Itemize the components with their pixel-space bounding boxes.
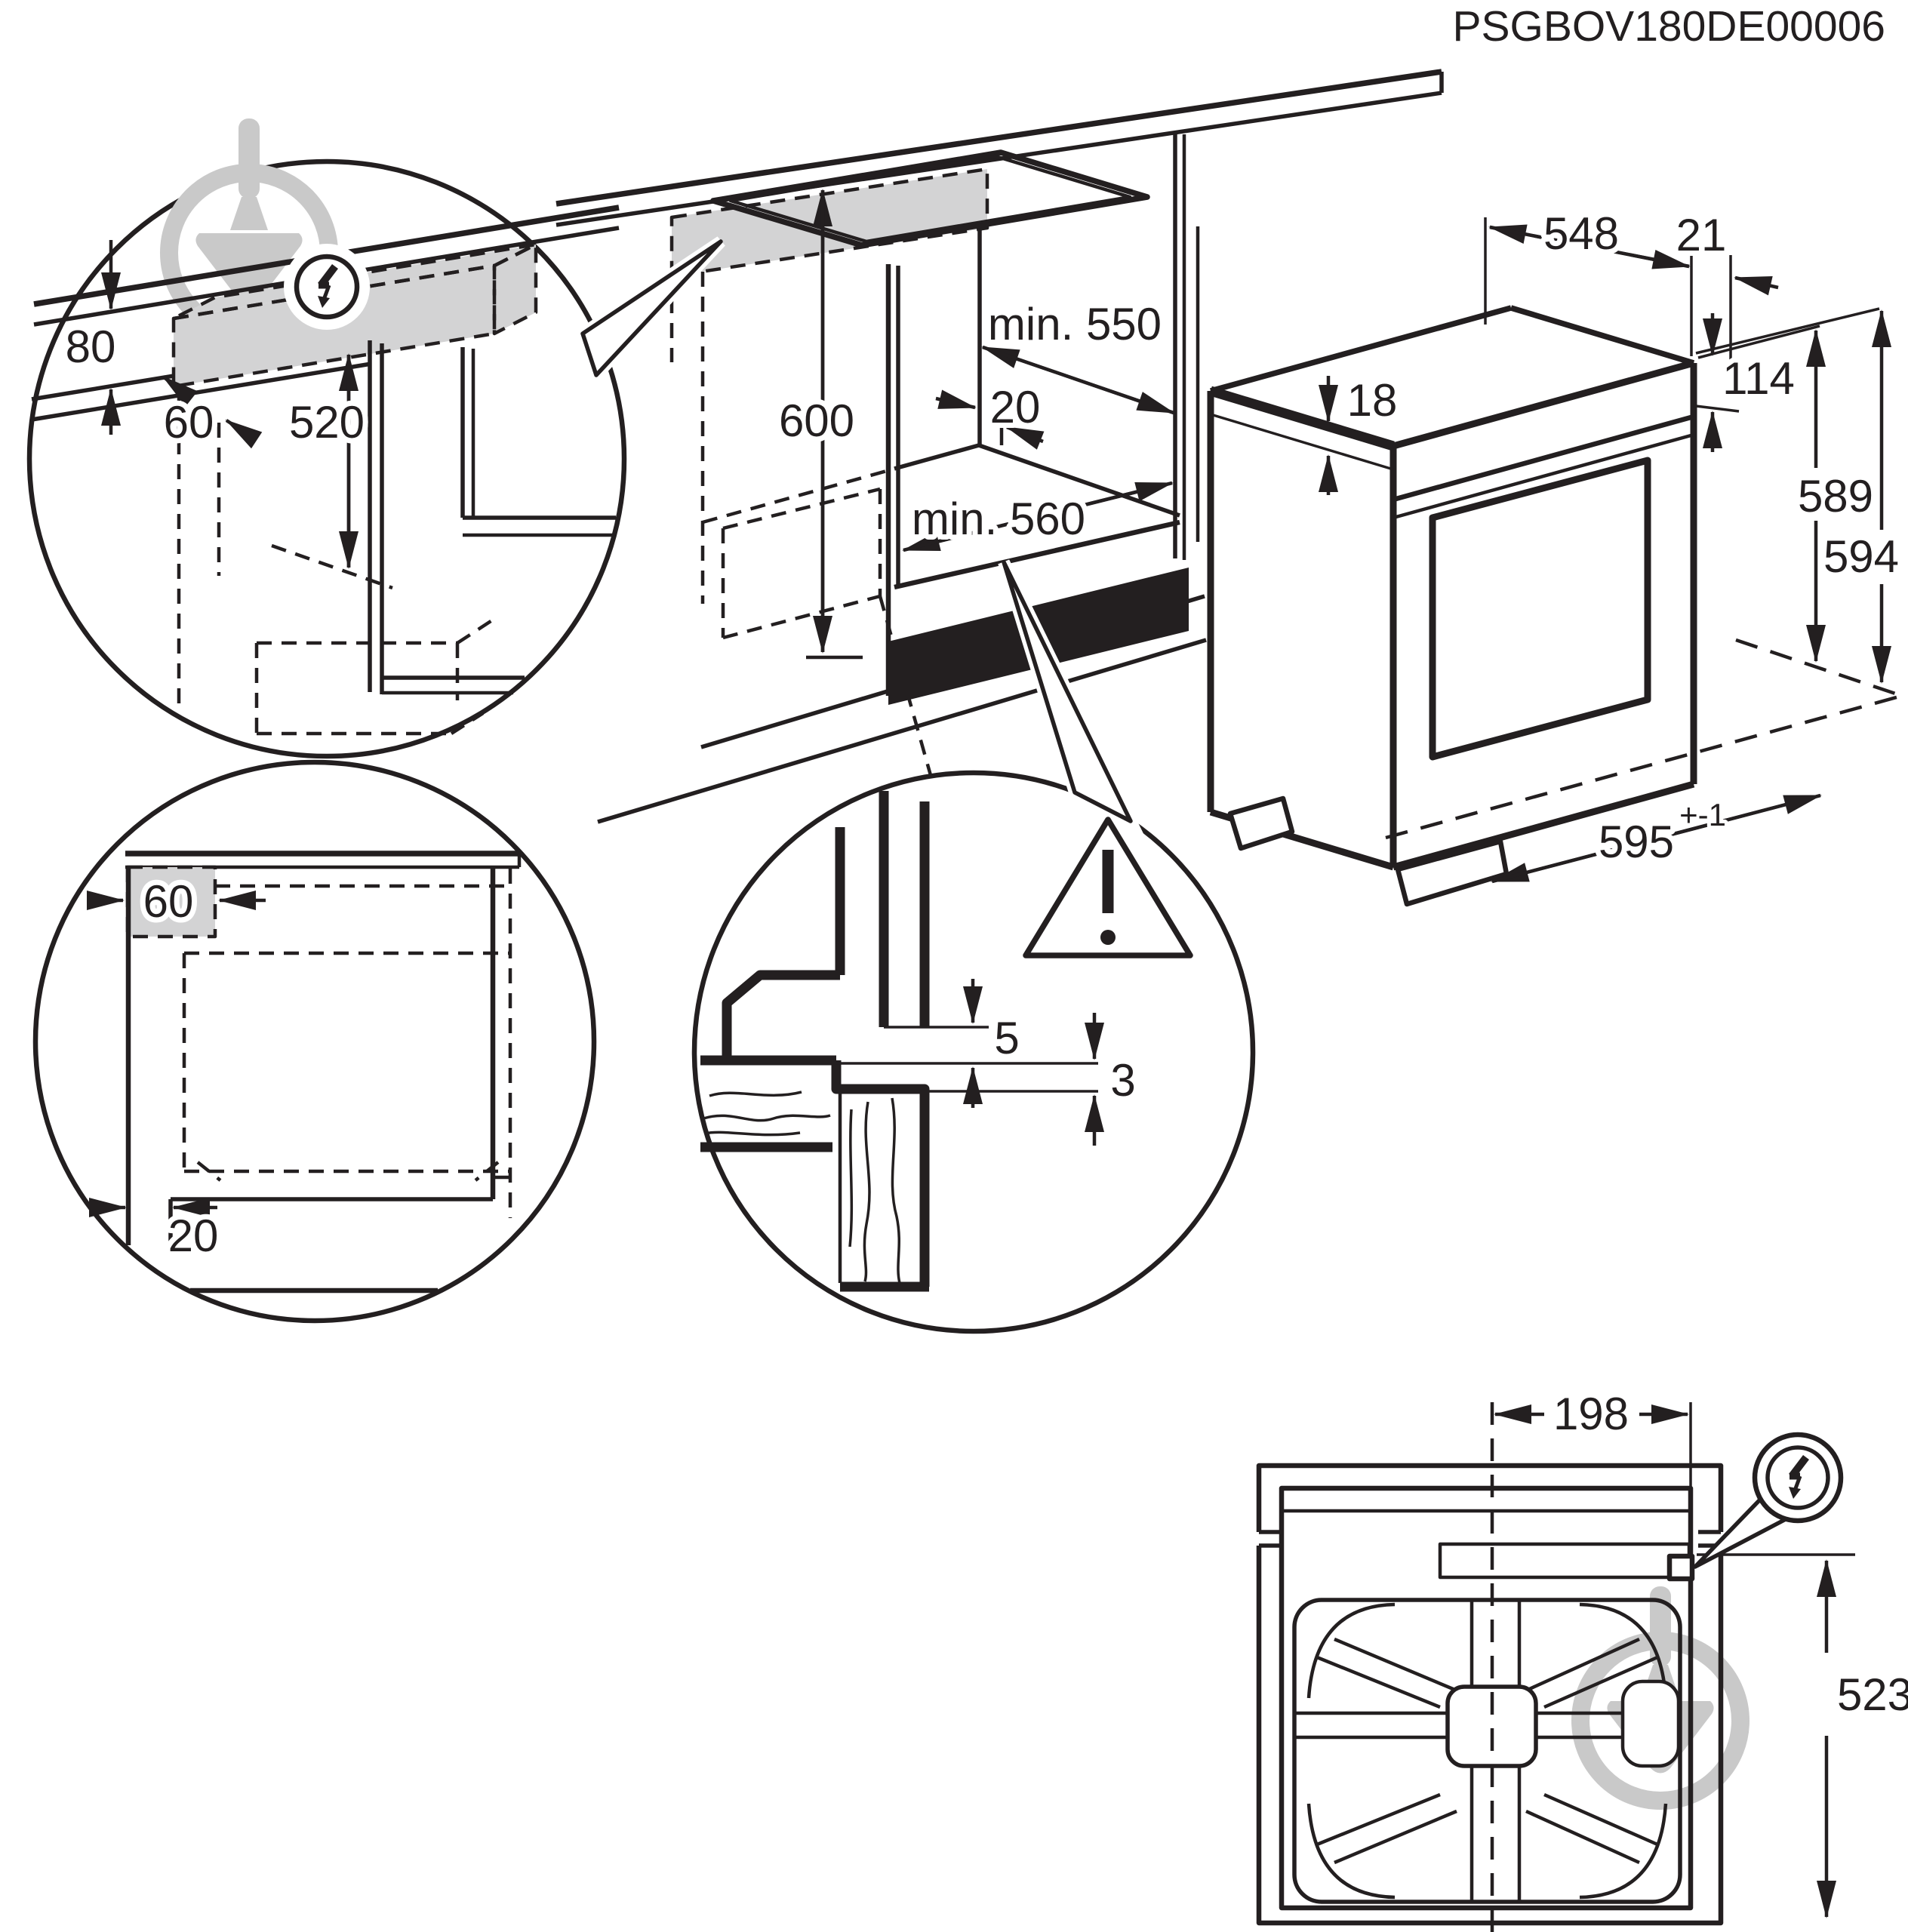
dim-60-side-label: 60 — [143, 876, 194, 927]
electric-connection-callout — [1693, 1432, 1844, 1569]
back-panel-x-brace — [1292, 1598, 1682, 1904]
dim-3-label: 3 — [1110, 1055, 1135, 1106]
warning-triangle-icon — [1023, 817, 1193, 958]
dim-594: 594 — [1818, 309, 1904, 684]
dim-18: 18 — [1319, 370, 1402, 495]
dim-520-label: 520 — [289, 397, 365, 448]
dim-60-side: 60 — [87, 871, 266, 932]
dim-198: 198 — [1494, 1383, 1692, 1553]
dim-min-560-label: min. 560 — [912, 494, 1085, 544]
dim-198-label: 198 — [1553, 1389, 1629, 1439]
dim-600: 600 — [774, 189, 860, 654]
oven-dashed-extensions — [1385, 638, 1903, 840]
dim-5: 5 — [963, 979, 1025, 1108]
floor-line-lower — [597, 638, 1207, 824]
oven-foot-left — [1227, 795, 1295, 851]
back-frame — [1256, 1463, 1724, 1926]
dim-5-label: 5 — [994, 1013, 1019, 1063]
dim-600-label: 600 — [779, 395, 854, 446]
dim-595-tolerance: +-1 — [1679, 797, 1726, 832]
dim-589-label: 589 — [1798, 471, 1873, 521]
dim-80: 80 — [60, 240, 121, 435]
niche-structure — [885, 133, 1200, 696]
dim-594-label: 594 — [1823, 531, 1899, 582]
dim-20-plinth: 20 — [89, 1198, 223, 1266]
oven-body — [1207, 305, 1697, 907]
dim-60: 60 — [158, 375, 263, 453]
dim-20-plinth-label: 20 — [168, 1211, 219, 1261]
dim-min-560: min. 560 — [902, 481, 1174, 552]
hinge-recess — [1620, 1679, 1681, 1768]
dim-523-label: 523 — [1837, 1669, 1908, 1720]
dim-595-label: 595 — [1599, 817, 1674, 867]
electrical-strip — [1438, 1542, 1691, 1580]
dim-114: 114 — [1703, 313, 1800, 452]
worktop-lines — [555, 69, 1444, 227]
dim-min-550-label: min. 550 — [988, 299, 1162, 349]
electric-connection-icon — [284, 244, 370, 330]
wood-grain — [703, 1091, 901, 1284]
dim-3: 3 — [1085, 1013, 1141, 1146]
dim-20-rear: 20 — [935, 377, 1045, 450]
oven-hidden-outline — [182, 869, 512, 1218]
detail-circle-side-section: 60 20 — [32, 759, 597, 1324]
dim-18-label: 18 — [1347, 375, 1398, 426]
mains-connection-point — [1666, 1553, 1695, 1582]
detail-circle-outline — [32, 759, 597, 1324]
hidden-edges-dashed — [177, 389, 494, 736]
dim-589: 589 — [1793, 329, 1879, 663]
oven-door-window — [1429, 457, 1651, 761]
dim-548-label: 548 — [1543, 208, 1619, 259]
dim-595: 595 +-1 — [1491, 793, 1822, 884]
cabinet-side-structure — [125, 867, 510, 1294]
dim-min-550: min. 550 — [981, 294, 1175, 415]
dim-523: 523 — [1697, 1553, 1908, 1918]
oven-back-view: 198 523 — [1256, 1383, 1908, 1932]
detail-circle-trim: 5 3 — [691, 770, 1256, 1334]
oven-isometric-view: 548 21 18 114 589 594 595 +-1 — [1207, 203, 1904, 907]
cabinet-interior-lines — [368, 340, 616, 695]
detail-circle-outline — [691, 770, 1256, 1334]
drawing-code: PSGBOV180DE00006 — [1452, 2, 1885, 51]
dim-520: 520 — [284, 353, 370, 569]
dim-21-label: 21 — [1676, 210, 1727, 260]
dim-60-label: 60 — [164, 397, 214, 448]
niche-isometric-drawing: 600 min. 550 20 min. 560 — [555, 69, 1444, 824]
callout-wedge-trim — [998, 559, 1144, 835]
detail-circle-electrical-niche: 80 60 520 — [26, 118, 627, 759]
callout-wedge-electrical — [575, 236, 725, 387]
trim-profile — [700, 791, 1098, 1292]
dim-548-21: 548 21 — [1488, 203, 1779, 296]
dim-80-label: 80 — [66, 321, 116, 372]
dim-114-label: 114 — [1722, 353, 1795, 404]
dim-20-rear-label: 20 — [990, 382, 1041, 432]
